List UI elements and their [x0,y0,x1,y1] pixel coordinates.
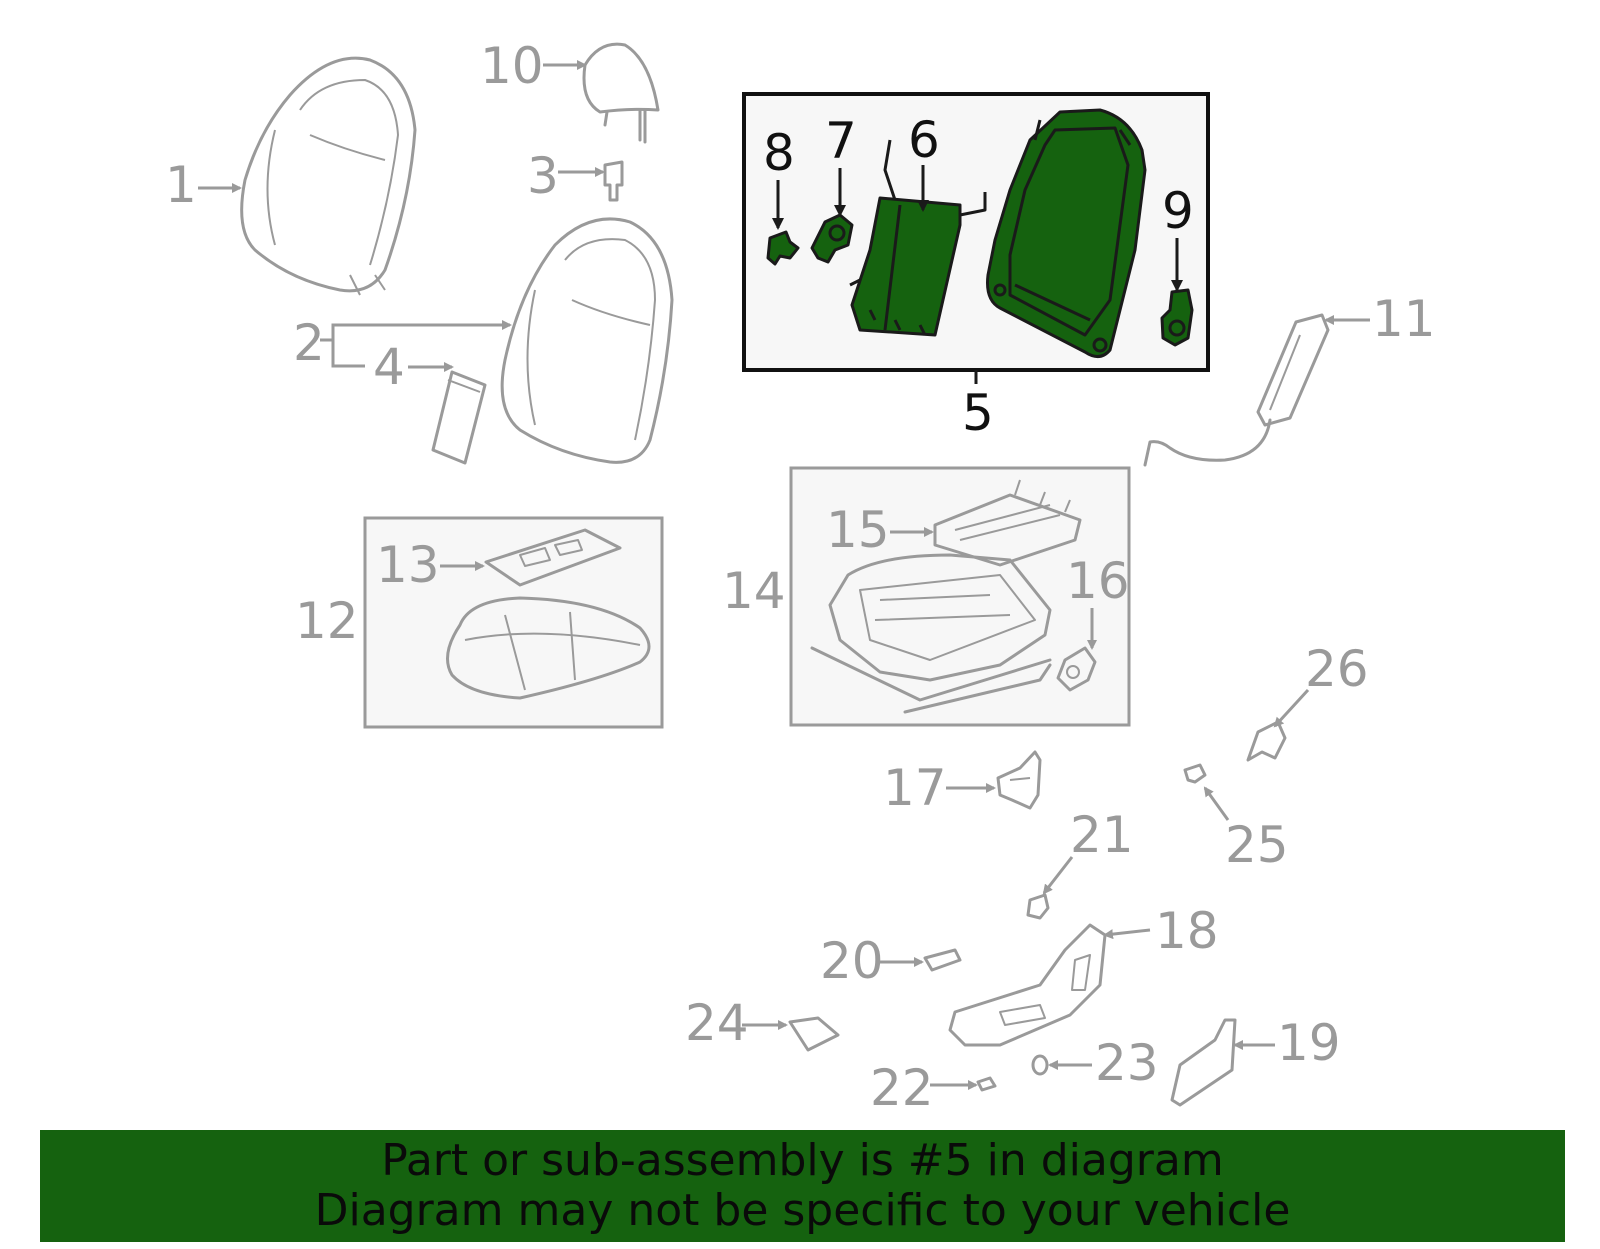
callout-18: 18 [1155,902,1219,960]
callout-13: 13 [376,536,440,594]
part-25-clip[interactable] [1183,763,1207,784]
part-3-headrest-guide[interactable] [603,160,624,202]
part-7-recliner[interactable] [810,213,854,264]
notice-banner: Part or sub-assembly is #5 in diagram Di… [40,1130,1565,1242]
part-13-heater-pad[interactable] [484,528,622,587]
callout-24: 24 [685,994,749,1052]
callout-15: 15 [826,501,890,559]
callout-20: 20 [820,932,884,990]
part-18-side-shield[interactable] [948,923,1107,1047]
part-15-suspension-mat[interactable] [933,479,1082,567]
part-20-knob[interactable] [923,948,962,972]
callout-22: 22 [870,1059,934,1117]
part-19-end-cover[interactable] [1170,1018,1237,1107]
arrow-21 [1042,856,1074,895]
part-23-grommet[interactable] [1031,1054,1049,1076]
arrow-25 [1203,786,1230,821]
callout-8: 8 [763,124,795,182]
callout-14: 14 [722,562,786,620]
part-24-module[interactable] [788,1016,840,1052]
part-6-lumbar-support[interactable] [849,139,987,337]
banner-line-1: Part or sub-assembly is #5 in diagram [381,1135,1224,1186]
arrow-2b [331,340,365,368]
callout-19: 19 [1277,1014,1341,1072]
part-5-seat-back-frame[interactable] [986,108,1147,358]
callout-7: 7 [825,112,857,170]
part-8-bracket[interactable] [766,230,800,266]
callout-12: 12 [295,592,359,650]
part-11-side-airbag[interactable] [1143,313,1330,467]
callout-5: 5 [962,384,994,442]
callout-2: 2 [293,314,325,372]
arrow-26 [1273,688,1310,728]
callout-21: 21 [1070,806,1134,864]
callout-3: 3 [527,147,559,205]
part-16-motor[interactable] [1056,646,1097,692]
banner-line-2: Diagram may not be specific to your vehi… [314,1185,1291,1236]
callout-1: 1 [165,156,197,214]
part-22-cap[interactable] [976,1076,997,1092]
callout-26: 26 [1305,640,1369,698]
part-14-cushion-frame[interactable] [810,553,1052,714]
callout-23: 23 [1095,1034,1159,1092]
arrow-18 [1103,928,1151,940]
callout-4: 4 [373,338,405,396]
callout-25: 25 [1225,816,1289,874]
arrow-2a [320,320,512,342]
callout-17: 17 [883,759,947,817]
callout-6: 6 [908,111,940,169]
callout-10: 10 [480,37,544,95]
part-10-headrest[interactable] [582,42,660,144]
callout-9: 9 [1162,182,1194,240]
callout-16: 16 [1066,552,1130,610]
part-1-seat-back-cover[interactable] [240,56,417,296]
part-17-switch-bracket[interactable] [996,750,1042,810]
callout-11: 11 [1372,290,1436,348]
part-12-seat-cushion[interactable] [446,596,651,700]
part-12-cushion-box[interactable] [363,516,664,729]
part-4-pad[interactable] [431,370,487,465]
part-21-switch[interactable] [1026,893,1050,920]
part-26-cover[interactable] [1246,720,1287,762]
part-9-motor[interactable] [1160,288,1194,347]
part-2-seat-back-assembly[interactable] [500,217,674,464]
